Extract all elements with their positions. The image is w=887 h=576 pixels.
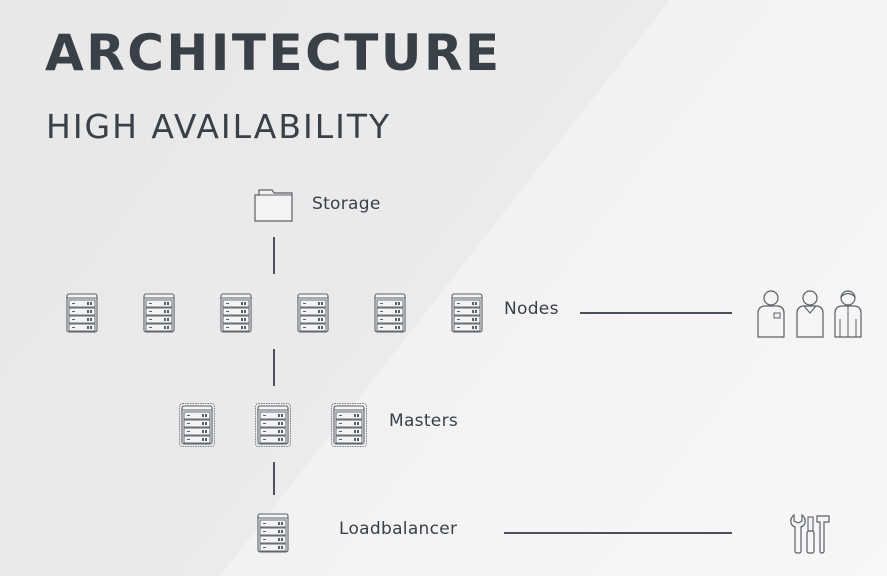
page-title: ARCHITECTURE xyxy=(45,24,502,82)
user-icon xyxy=(793,289,827,339)
nodes-label: Nodes xyxy=(504,299,559,319)
connector-masters-loadbalancer xyxy=(273,462,275,495)
server-icon xyxy=(297,293,329,333)
server-icon xyxy=(257,513,289,553)
tools-icon xyxy=(789,513,831,555)
server-icon xyxy=(374,293,406,333)
user-icon xyxy=(754,289,788,339)
folder-icon xyxy=(254,189,294,223)
server-highlighted-icon xyxy=(255,403,291,447)
page-subtitle: HIGH AVAILABILITY xyxy=(46,107,392,146)
connector-nodes-users xyxy=(580,312,732,314)
server-icon xyxy=(143,293,175,333)
server-icon xyxy=(66,293,98,333)
server-icon xyxy=(451,293,483,333)
connector-storage-nodes xyxy=(273,237,275,274)
connector-loadbalancer-admin xyxy=(504,532,732,534)
storage-label: Storage xyxy=(312,194,381,214)
server-highlighted-icon xyxy=(179,403,215,447)
server-highlighted-icon xyxy=(331,403,367,447)
masters-label: Masters xyxy=(389,411,459,431)
server-icon xyxy=(220,293,252,333)
user-icon xyxy=(831,289,865,339)
connector-nodes-masters xyxy=(273,349,275,386)
loadbalancer-label: Loadbalancer xyxy=(339,519,458,539)
